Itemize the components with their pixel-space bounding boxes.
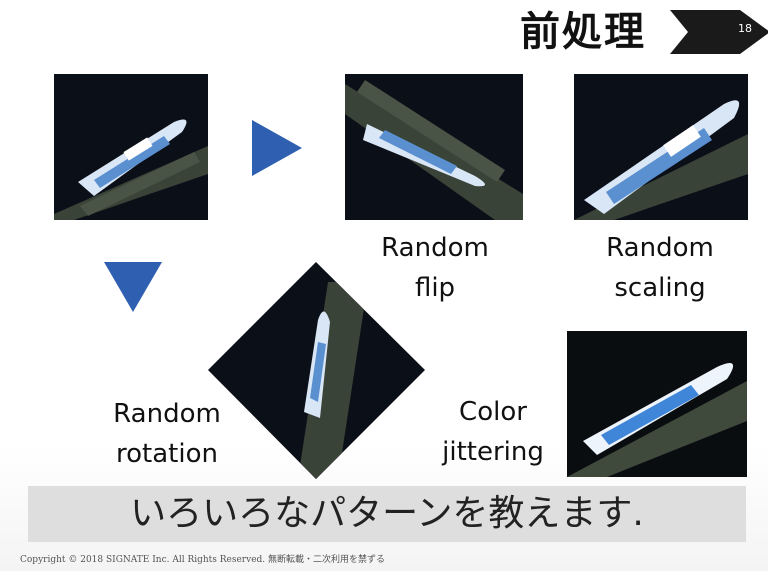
- chevron-arrow-icon: [670, 10, 768, 54]
- color-jittering-line-2: jittering: [442, 437, 544, 467]
- summary-banner: いろいろなパターンを教えます.: [28, 486, 746, 542]
- color-jittering-label: Color jittering: [418, 392, 568, 472]
- slide-title: 前処理: [520, 9, 646, 55]
- flip-ship-image: [345, 74, 523, 220]
- random-flip-line-1: Random: [381, 233, 489, 263]
- random-rotation-line-2: rotation: [116, 439, 218, 469]
- random-rotation-label: Random rotation: [92, 394, 242, 474]
- random-flip-line-2: flip: [414, 273, 456, 303]
- random-scaling-line-2: scaling: [614, 273, 706, 303]
- scaling-ship-image: [574, 74, 748, 220]
- down-arrow-icon: [104, 262, 162, 312]
- color-jittering-line-1: Color: [459, 397, 527, 427]
- rotation-ship-image: [208, 262, 425, 479]
- original-ship-image: [54, 74, 208, 220]
- page-number: 18: [738, 22, 752, 35]
- copyright-footer: Copyright © 2018 SIGNATE Inc. All Rights…: [20, 555, 386, 565]
- summary-banner-text: いろいろなパターンを教えます.: [130, 493, 644, 534]
- random-scaling-label: Random scaling: [585, 228, 735, 308]
- color-jittering-ship-image: [567, 331, 747, 477]
- random-flip-label: Random flip: [360, 228, 510, 308]
- random-scaling-line-1: Random: [606, 233, 714, 263]
- right-arrow-icon: [252, 120, 302, 176]
- random-rotation-line-1: Random: [113, 399, 221, 429]
